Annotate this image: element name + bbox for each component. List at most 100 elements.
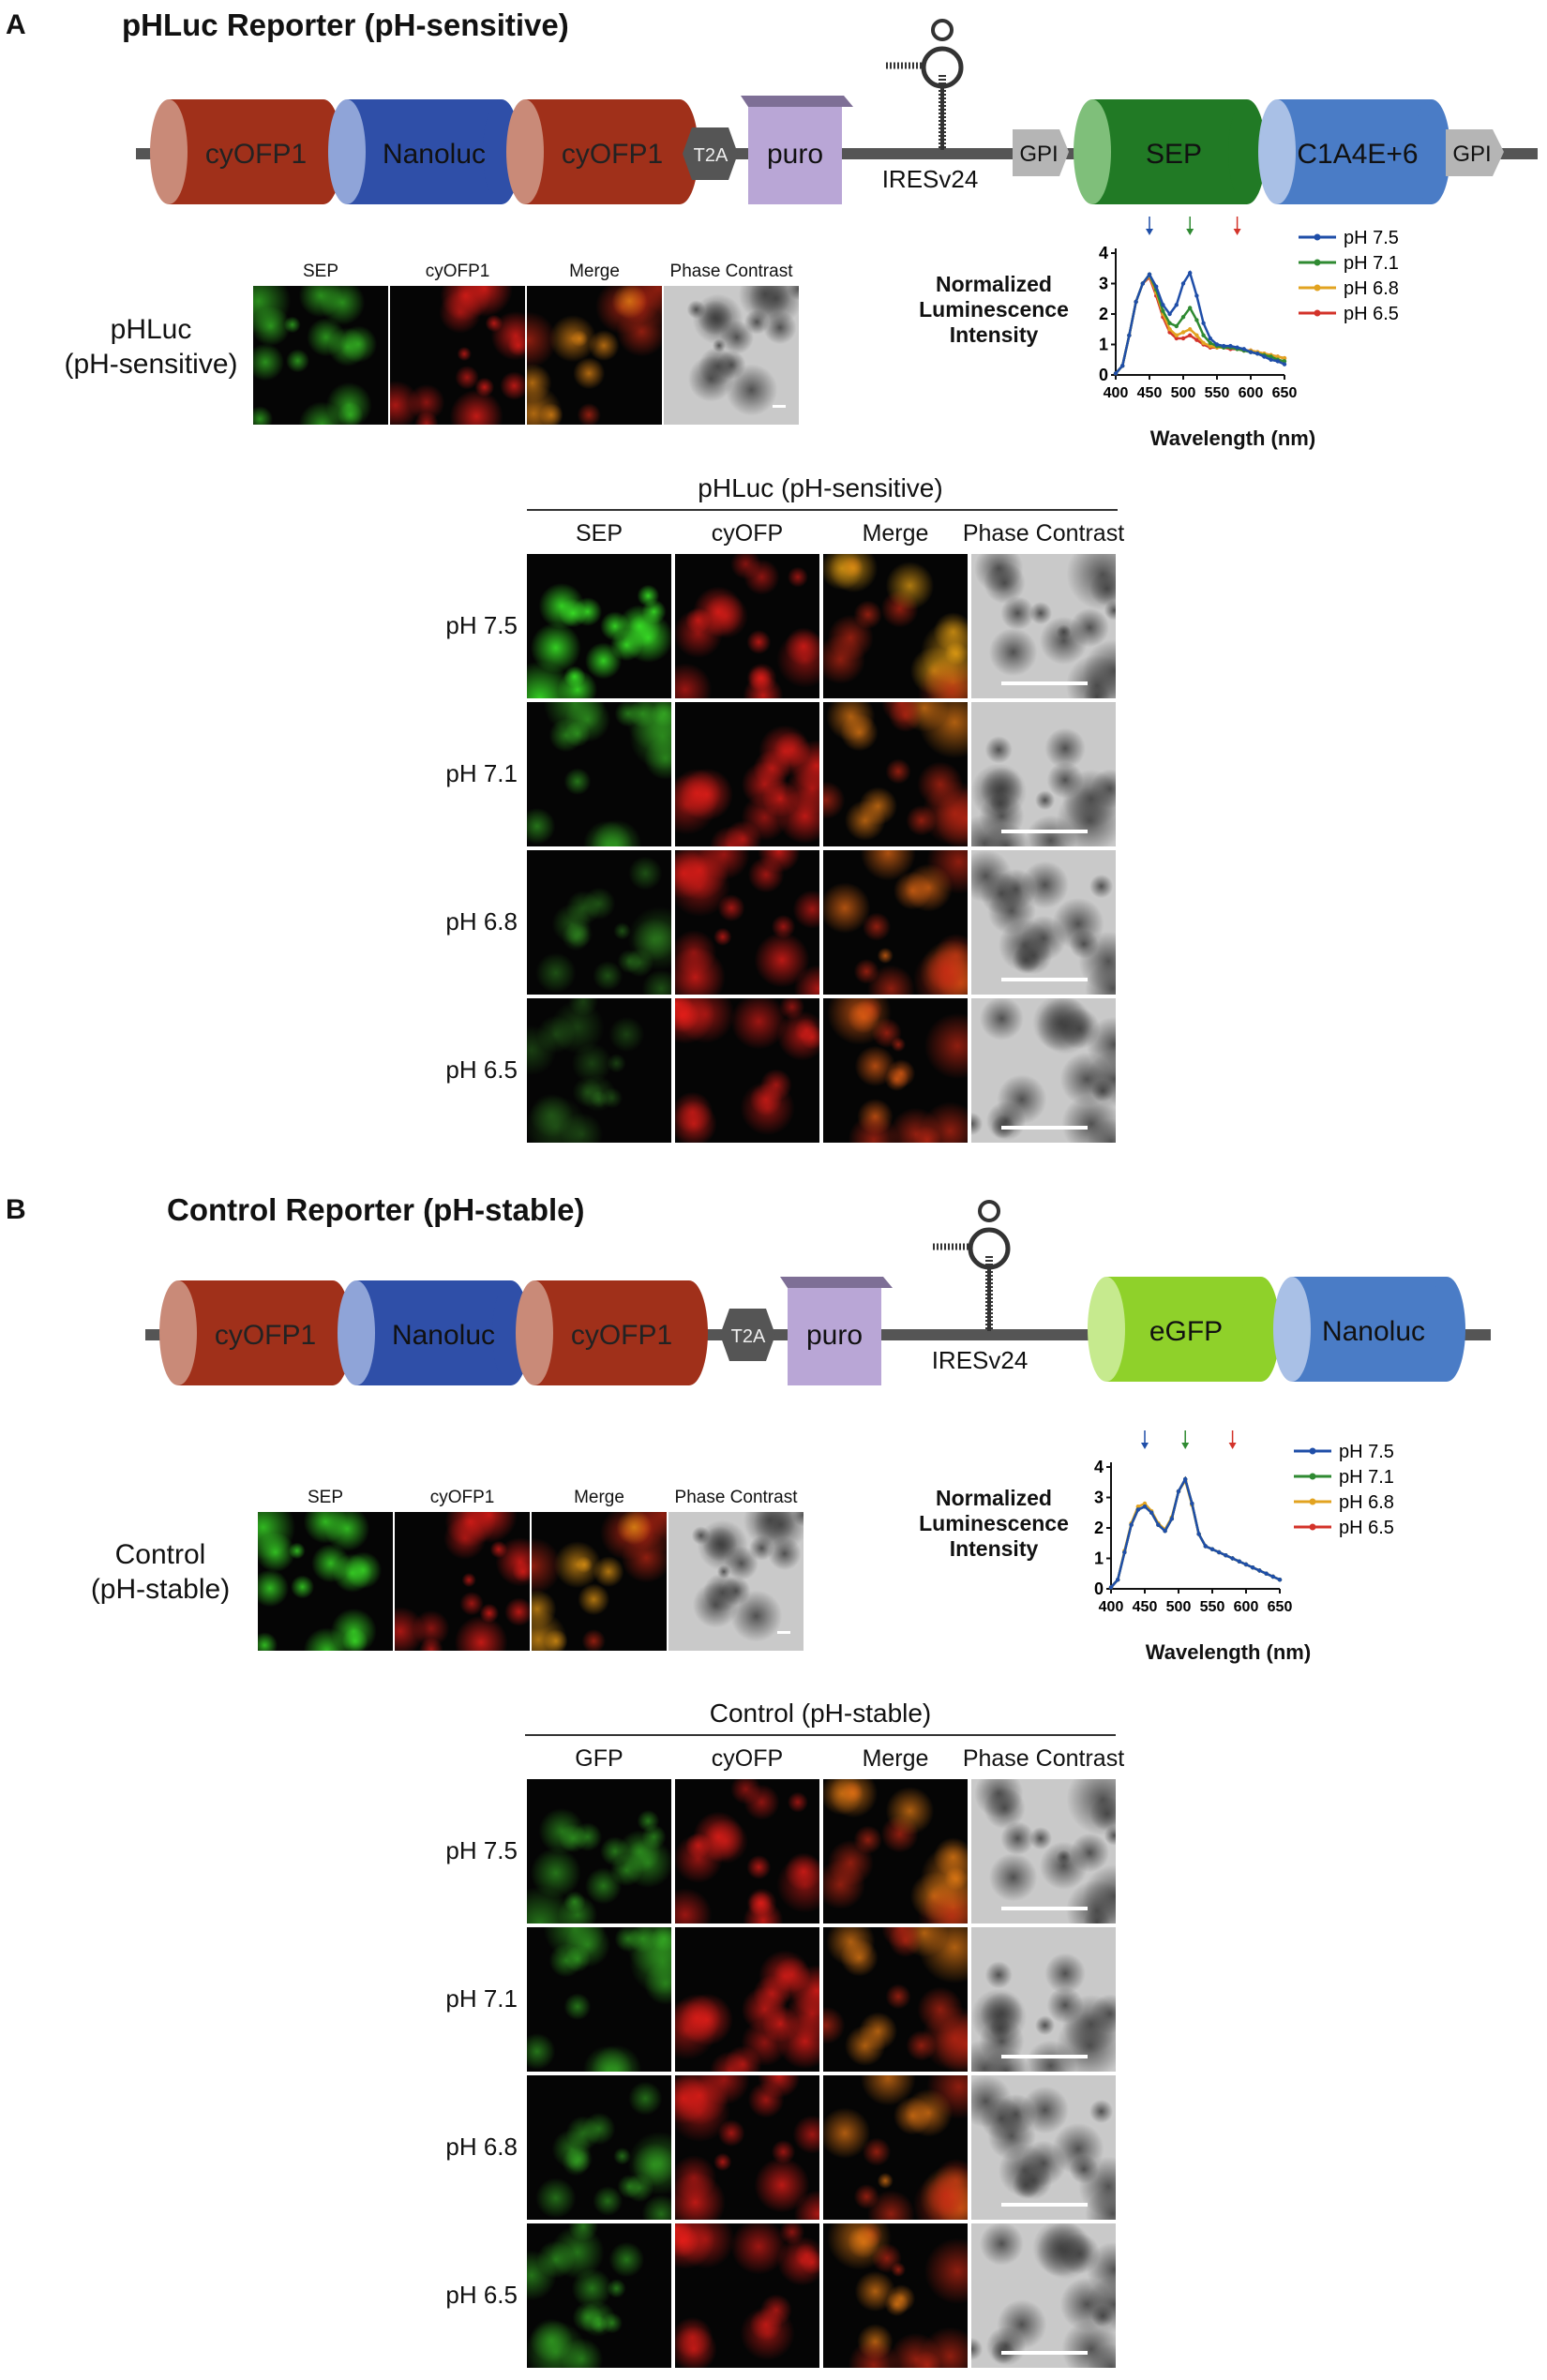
grid-a-column-label: SEP (575, 520, 623, 546)
data-point (1235, 345, 1239, 350)
svg-text:eGFP: eGFP (1149, 1316, 1223, 1347)
marker-arrow-head (1141, 1443, 1149, 1449)
cyofp1-block-b2: cyOFP1 (516, 1280, 708, 1385)
ires-stemloop-a: IRESv24 (882, 19, 978, 193)
scale-bar (777, 1631, 790, 1634)
overview-b-image-red (395, 1512, 530, 1651)
marker-arrow-head (1228, 1443, 1237, 1449)
series-line-pH65 (1110, 1475, 1281, 1589)
data-point (1108, 1585, 1114, 1590)
construct-diagram-b: cyOFP1 Nanoluc cyOFP1 T2A puro IRESv24 e… (145, 1200, 1491, 1385)
svg-text:C1A4E+6: C1A4E+6 (1297, 139, 1418, 170)
grid-b-image-red (675, 2075, 819, 2220)
data-point (1208, 336, 1212, 341)
data-point (1194, 318, 1199, 322)
data-point (1134, 299, 1138, 305)
y-tick-label: 1 (1099, 336, 1108, 354)
grid-b-image-merge (823, 2223, 968, 2368)
overview-b-column-label: Merge (574, 1488, 624, 1507)
scale-bar (1001, 2055, 1088, 2058)
gpi-block-a-2: GPI (1446, 129, 1504, 176)
x-tick-label: 450 (1133, 1599, 1158, 1615)
data-point (1180, 281, 1186, 286)
data-point (1282, 362, 1287, 367)
panel-b-letter: B (6, 1194, 26, 1225)
grid-b-image-phase (971, 1927, 1116, 2072)
data-point (1149, 1510, 1154, 1515)
data-point (1209, 1547, 1215, 1551)
ires-stemloop-b: IRESv24 (932, 1200, 1029, 1374)
svg-text:Nanoluc: Nanoluc (1322, 1316, 1425, 1347)
marker-arrow-head (1233, 229, 1241, 235)
data-point (1222, 343, 1226, 349)
data-point (1269, 354, 1273, 359)
data-point (1188, 333, 1193, 337)
legend-label: pH 7.1 (1344, 253, 1399, 274)
grid-a-image-merge (823, 850, 968, 995)
series-line-pH75 (1110, 1475, 1281, 1589)
nanoluc-label-a: Nanoluc (383, 139, 486, 170)
svg-text:cyOFP1: cyOFP1 (571, 1320, 672, 1351)
svg-text:SEP: SEP (1146, 139, 1202, 170)
grid-a-row-label: pH 7.5 (445, 611, 518, 639)
grid-b-image-red (675, 2223, 819, 2368)
data-point (1201, 340, 1206, 346)
y-tick-label: 3 (1099, 275, 1108, 293)
svg-text:IRESv24: IRESv24 (932, 1346, 1029, 1374)
svg-text:GPI: GPI (1452, 142, 1491, 167)
y-tick-label: 4 (1094, 1458, 1104, 1476)
grid-a-row-label: pH 6.5 (445, 1055, 518, 1084)
data-point (1156, 1522, 1161, 1527)
overview-b-image-phase (668, 1512, 804, 1651)
scale-bar (1001, 2351, 1088, 2355)
grid-a-image-merge (823, 702, 968, 846)
overview-a-column-label: cyOFP1 (425, 262, 490, 281)
data-point (1180, 336, 1186, 341)
data-point (1167, 327, 1172, 332)
grid-a-image-phase (971, 554, 1116, 698)
data-point (1243, 1562, 1249, 1567)
data-point (1167, 321, 1172, 325)
grid-a-image-phase (971, 850, 1116, 995)
data-point (1188, 327, 1193, 332)
grid-b-header: Control (pH-stable) (709, 1699, 932, 1728)
y-tick-label: 0 (1099, 366, 1108, 384)
puro-block-a: puro (741, 96, 853, 204)
y-tick-label: 2 (1094, 1519, 1104, 1537)
grid-a-image-red (675, 850, 819, 995)
overview-b-column-label: cyOFP1 (429, 1488, 495, 1507)
cyofp1-block-1: cyOFP1 (150, 99, 342, 204)
data-point (1180, 315, 1186, 320)
data-point (1129, 1522, 1134, 1527)
data-point (1248, 350, 1254, 354)
legend-label: pH 6.8 (1339, 1492, 1394, 1513)
data-point (1176, 1489, 1181, 1494)
data-point (1183, 1476, 1188, 1482)
construct-diagram-a: cyOFP1 Nanoluc cyOFP1 T2A puro IRESv24 G… (136, 19, 1538, 204)
grid-b-image-green (527, 2223, 671, 2368)
legend-label: pH 6.5 (1339, 1518, 1394, 1538)
data-point (1241, 347, 1246, 352)
data-point (1196, 1532, 1201, 1536)
legend-label: pH 7.1 (1339, 1467, 1394, 1488)
x-tick-label: 500 (1166, 1599, 1192, 1615)
x-tick-label: 650 (1272, 385, 1298, 401)
scale-bar (1001, 1907, 1088, 1910)
egfp-block: eGFP (1088, 1277, 1280, 1382)
grid-b-image-merge (823, 1779, 968, 1923)
grid-b-row-label: pH 7.1 (445, 1984, 518, 2013)
gpi-block-a-1: GPI (1013, 129, 1069, 176)
overview-a-image-red (390, 286, 525, 425)
data-point (1201, 333, 1206, 337)
data-point (1180, 330, 1186, 335)
legend-marker (1314, 309, 1321, 317)
spectrum-b-xlabel: Wavelength (nm) (1145, 1640, 1312, 1664)
svg-text:puro: puro (806, 1320, 863, 1351)
x-tick-label: 550 (1205, 385, 1230, 401)
grid-a-row-label: pH 7.1 (445, 759, 518, 787)
grid-a-header: pHLuc (pH-sensitive) (698, 473, 943, 502)
data-point (1257, 1568, 1262, 1573)
data-point (1174, 336, 1179, 341)
data-point (1142, 1504, 1148, 1509)
